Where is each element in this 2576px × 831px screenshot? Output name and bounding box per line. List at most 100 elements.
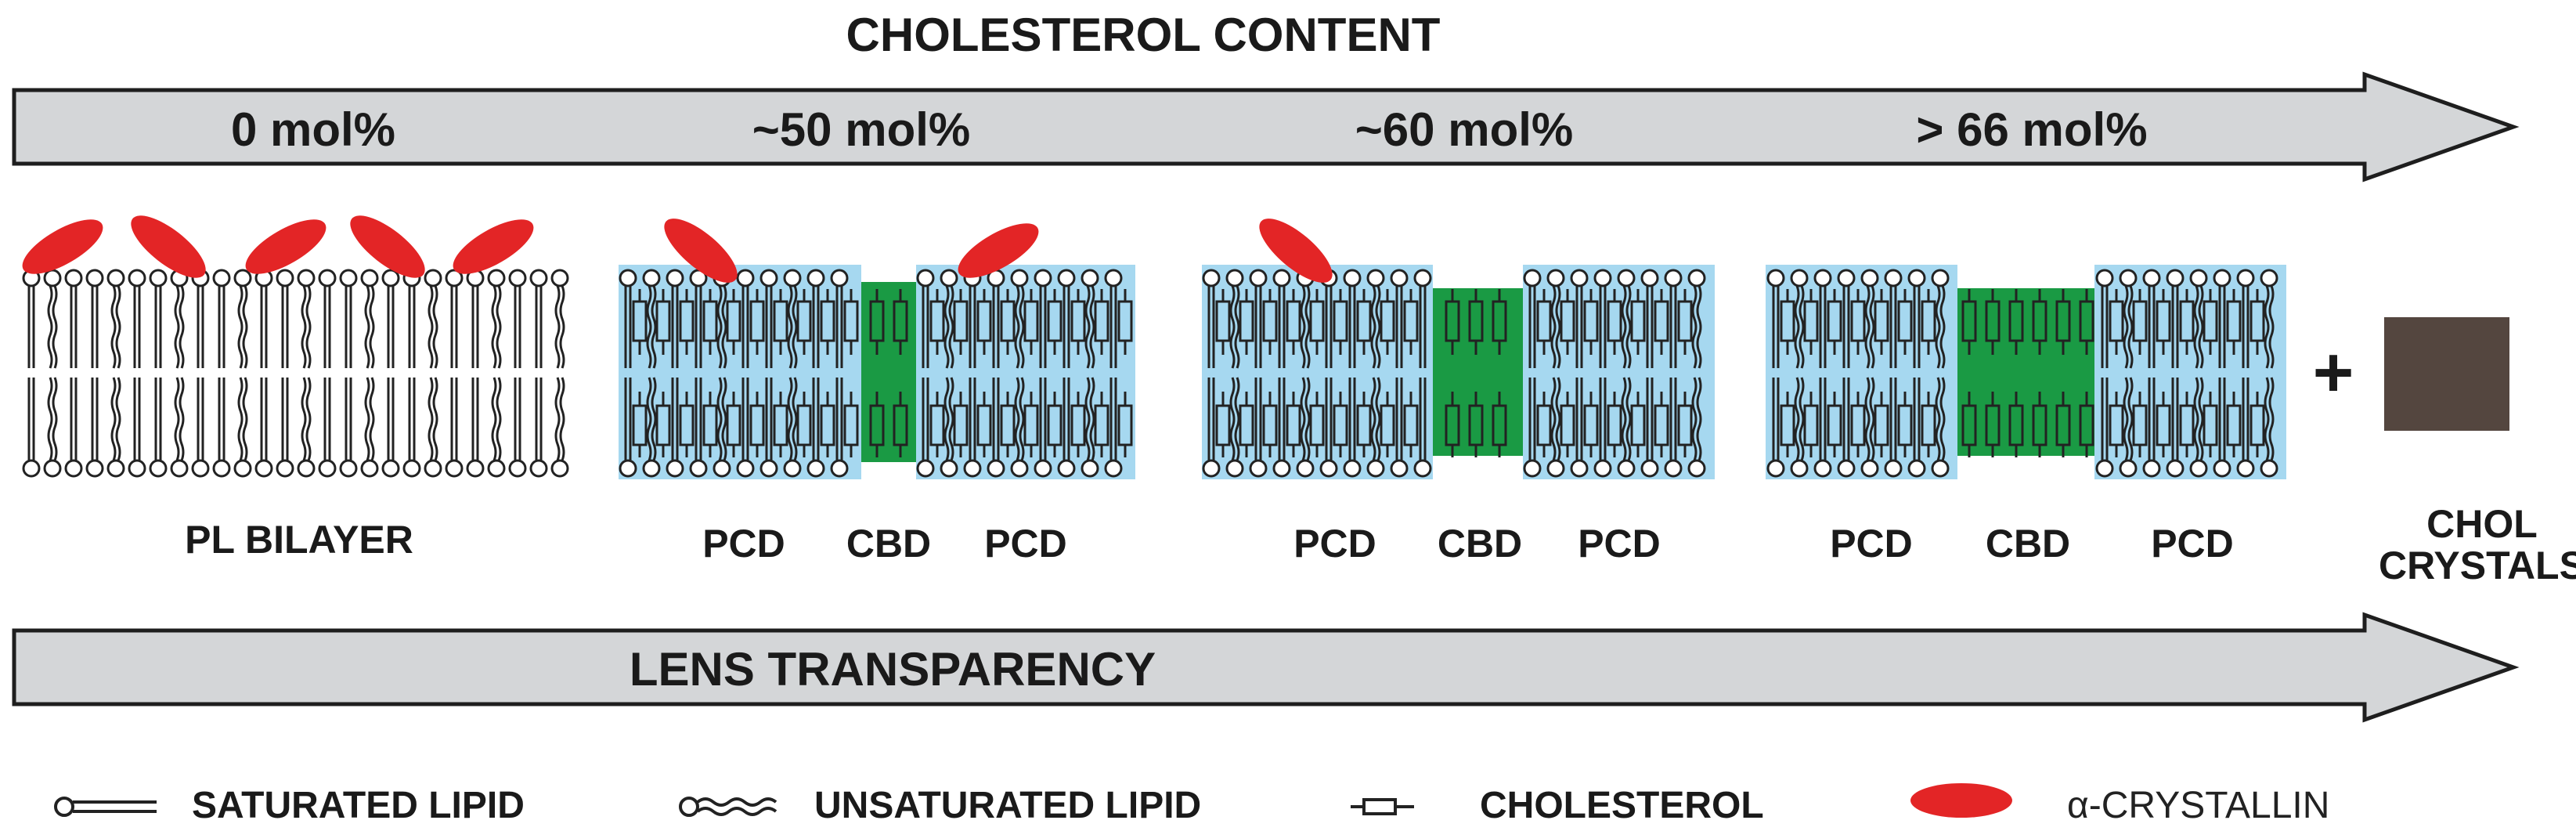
plus-sign: + (2312, 334, 2354, 412)
cholesterol-crystal (2384, 317, 2509, 431)
saturated-lipid (529, 269, 548, 478)
unsaturated-lipid (2189, 269, 2208, 478)
saturated-lipid (1640, 269, 1659, 478)
unsaturated-lipid (550, 269, 569, 478)
saturated-lipid (402, 269, 421, 478)
unsaturated-lipid (424, 269, 442, 478)
cholesterol-molecule (1070, 289, 1086, 457)
cholesterol-molecule (726, 289, 741, 457)
cholesterol-molecule (2132, 289, 2148, 457)
cholesterol-molecule (1654, 289, 1669, 457)
lens-transparency-label: LENS TRANSPARENCY (629, 643, 1156, 696)
saturated-lipid (1057, 269, 1076, 478)
unsaturated-lipid (1790, 269, 1809, 478)
legend-saturated-lipid: SATURATED LIPID (192, 785, 525, 826)
alpha-crystallin (664, 219, 738, 283)
alpha-crystallin (958, 223, 1039, 278)
cbd-domain (1957, 288, 2094, 456)
saturated-lipid (1813, 269, 1832, 478)
unsaturated-lipid (1366, 269, 1385, 478)
cholesterol-molecule (1803, 289, 1819, 457)
cholesterol-molecule (1827, 289, 1842, 457)
cholesterol-molecule (1780, 289, 1795, 457)
cholesterol-molecule (820, 289, 835, 457)
saturated-lipid (212, 269, 231, 478)
cholesterol-molecule (1468, 289, 1484, 457)
cholesterol-molecule (632, 289, 648, 457)
cholesterol-molecule (2226, 289, 2242, 457)
cholesterol-molecule (1286, 289, 1301, 457)
unsaturated-lipid (1687, 269, 1706, 478)
cholesterol-molecule (1309, 289, 1325, 457)
pcd-label: PCD (1830, 522, 1913, 565)
saturated-lipid (508, 269, 527, 478)
cholesterol-molecule (1583, 289, 1599, 457)
cholesterol-molecule (1333, 289, 1348, 457)
saturated-lipid (1390, 269, 1409, 478)
saturated-lipid (2142, 269, 2161, 478)
unsaturated-lipid (360, 269, 379, 478)
unsaturated-lipid (783, 269, 802, 478)
cholesterol-molecule (893, 289, 908, 457)
cholesterol-molecule (655, 289, 671, 457)
cholesterol-molecule (2109, 289, 2124, 457)
saturated-lipid (1593, 269, 1612, 478)
cholesterol-molecule (2032, 289, 2047, 457)
cholesterol-molecule (869, 289, 885, 457)
saturated-lipid (2095, 269, 2114, 478)
cholesterol-content-arrow (12, 71, 2520, 182)
pcd-label: PCD (1578, 522, 1661, 565)
unsaturated-lipid (940, 269, 958, 478)
cholesterol-molecule (702, 289, 718, 457)
saturated-lipid (1413, 269, 1432, 478)
saturated-lipid (987, 269, 1005, 478)
stage-label-60: ~60 mol% (1355, 103, 1574, 156)
saturated-lipid (736, 269, 755, 478)
saturated-lipid (318, 269, 337, 478)
cholesterol-molecule (1239, 289, 1254, 457)
saturated-lipid (2213, 269, 2231, 478)
saturated-lipid (1034, 269, 1052, 478)
saturated-lipid (1884, 269, 1903, 478)
stage-label-50: ~50 mol% (752, 103, 971, 156)
cholesterol-molecule (2156, 289, 2171, 457)
chol-crystals-label-line1: CHOL (2426, 502, 2538, 546)
saturated-lipid (619, 269, 637, 478)
cholesterol-molecule (773, 289, 788, 457)
alpha-crystallin (131, 215, 206, 278)
saturated-lipid (254, 269, 273, 478)
saturated-lipid (806, 269, 825, 478)
cholesterol-molecule (1961, 289, 1977, 457)
saturated-lipid (1766, 269, 1785, 478)
cholesterol-molecule (1630, 289, 1646, 457)
saturated-lipid (22, 269, 41, 478)
cholesterol-molecule (1874, 289, 1889, 457)
saturated-lipid (830, 269, 849, 478)
unsaturated-lipid (170, 269, 189, 478)
cholesterol-molecule (1000, 289, 1016, 457)
cholesterol-molecule (1047, 289, 1063, 457)
cholesterol-molecule (1403, 289, 1419, 457)
saturated-lipid (1202, 269, 1221, 478)
cholesterol-molecule (2179, 289, 2195, 457)
cbd-cholesterol-molecules (869, 289, 2094, 457)
diagram-title: CHOLESTEROL CONTENT (846, 9, 1441, 61)
pcd-label: PCD (702, 522, 785, 565)
cholesterol-molecule (929, 289, 945, 457)
unsaturated-lipid (1546, 269, 1565, 478)
cholesterol-molecule (2055, 289, 2071, 457)
cholesterol-molecule (1897, 289, 1913, 457)
cholesterol-molecule (679, 289, 695, 457)
saturated-lipid (1249, 269, 1268, 478)
chol-crystals-label-line2: CRYSTALS (2379, 544, 2576, 587)
saturated-lipid-icon (54, 797, 157, 817)
cholesterol-molecule (1677, 289, 1693, 457)
pcd-label: PCD (2151, 522, 2234, 565)
cholesterol-molecule (2008, 289, 2024, 457)
saturated-lipid (666, 269, 684, 478)
saturated-lipid (1523, 269, 1542, 478)
saturated-lipid (1570, 269, 1589, 478)
cholesterol-molecule (1445, 289, 1460, 457)
cholesterol-molecule (1850, 289, 1866, 457)
